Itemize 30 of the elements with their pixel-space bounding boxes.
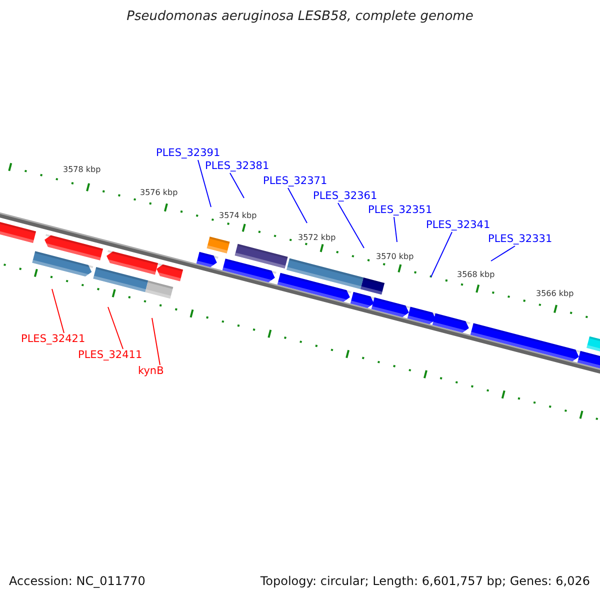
gene-label: PLES_32371	[263, 175, 328, 188]
leader-line	[230, 172, 244, 198]
scale-label: 3578 kbp	[63, 165, 101, 174]
leader-line	[108, 306, 124, 350]
leader-line	[430, 232, 452, 278]
gene-label: PLES_32391	[156, 147, 220, 160]
footer-text: Topology: circular; Length: 6,601,757 bp; Genes: 6,026	[260, 574, 590, 588]
gene-label: PLES_32381	[205, 160, 270, 173]
title: Pseudomonas aeruginosa LESB58, complete genome	[126, 9, 474, 24]
gene-label: PLES_32331	[488, 233, 552, 246]
scale-label: 3572 kbp	[298, 233, 336, 242]
scale-label: 3574 kbp	[219, 211, 257, 220]
leader-line	[52, 288, 64, 334]
scale-label: 3576 kbp	[140, 188, 178, 197]
leader-line	[198, 160, 212, 208]
leader-line	[152, 318, 160, 366]
leader-line	[394, 216, 398, 242]
footer-text: Accession: NC_011770	[9, 574, 146, 588]
scale-label: 3568 kbp	[457, 270, 495, 279]
gene-label: PLES_32361	[313, 190, 378, 203]
gene-label: PLES_32411	[78, 349, 142, 362]
scale-label: 3570 kbp	[376, 252, 414, 261]
gene-label: PLES_32351	[368, 204, 432, 217]
leader-line	[288, 188, 308, 224]
leader-line	[338, 202, 364, 248]
gene-label: PLES_32421	[21, 333, 86, 346]
gene-label: PLES_32341	[426, 219, 490, 232]
leader-line	[490, 246, 516, 262]
gene-label: kynB	[138, 365, 164, 378]
scale-label: 3566 kbp	[536, 289, 574, 298]
